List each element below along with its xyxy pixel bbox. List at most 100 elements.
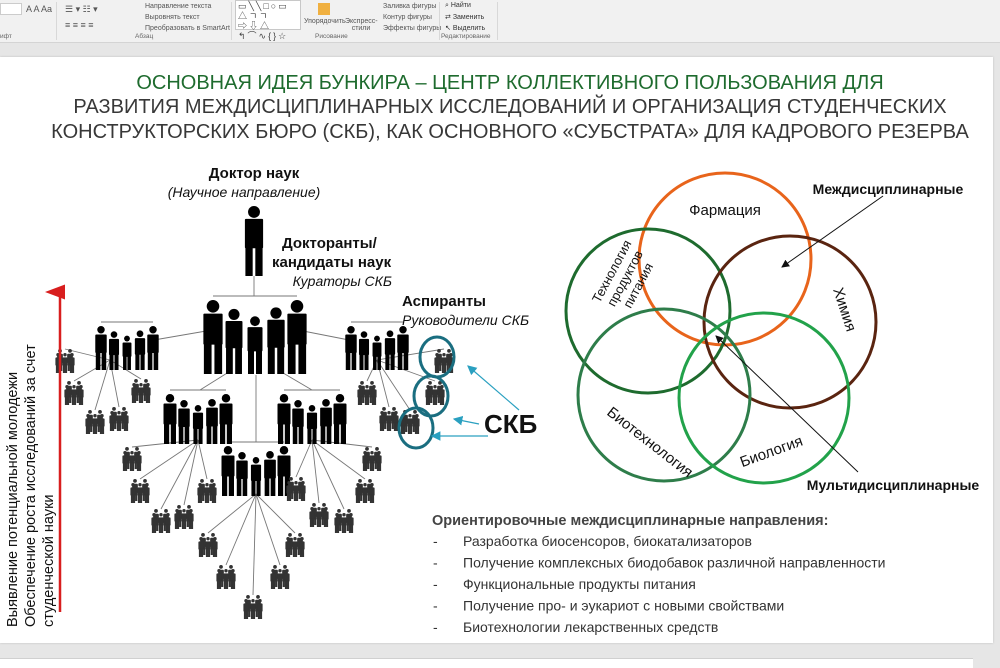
venn-circle-biology: [677, 311, 851, 485]
person-icon: [219, 394, 233, 444]
person-icon: [267, 307, 285, 374]
person-icon: [95, 326, 107, 370]
person-icon: [145, 383, 151, 403]
find-button[interactable]: ⌕ Найти: [445, 2, 471, 9]
person-icon: [244, 206, 264, 276]
font-size-box[interactable]: [0, 3, 22, 15]
person-icon: [341, 513, 347, 533]
person-icon: [376, 451, 382, 471]
person-icon: [130, 483, 136, 503]
direction-item: Получение про- и эукариот с новыми свойс…: [463, 598, 784, 614]
smartart-button[interactable]: Преобразовать в SmartArt: [145, 25, 230, 32]
person-icon: [379, 411, 385, 431]
postgrads-label: Аспиранты: [402, 293, 486, 310]
candidates-label-1: Докторанты/: [282, 235, 378, 252]
person-icon: [286, 481, 292, 501]
directions-list: Ориентировочные междисциплинарные направ…: [432, 513, 885, 635]
multidisciplinary-arrow: [715, 335, 859, 473]
venn-circle-chemistry: [702, 234, 878, 410]
person-icon: [197, 483, 203, 503]
person-icon: [334, 513, 340, 533]
skb-label: СКБ: [484, 409, 537, 439]
person-icon: [223, 569, 229, 589]
person-icon: [204, 483, 210, 503]
candidates-label-2: кандидаты наук: [272, 254, 392, 271]
shape-effects-button[interactable]: Эффекты фигуры: [383, 25, 442, 32]
person-icon: [78, 385, 84, 405]
person-icon: [158, 513, 164, 533]
venn-label-pharmacy: Фармация: [689, 202, 761, 219]
person-icon: [178, 400, 190, 444]
person-icon: [225, 308, 243, 374]
person-icon: [425, 385, 431, 405]
person-icon: [192, 405, 204, 444]
shapes-gallery[interactable]: ▭╲╲□○▭△ㄱㄱ⇨⇩△↰⌒∿{}☆: [235, 0, 301, 41]
bullet-dash: -: [433, 533, 438, 549]
direction-item: Получение комплексных биодобавок различн…: [463, 555, 885, 571]
slide-canvas[interactable]: [0, 57, 993, 643]
person-icon: [293, 481, 299, 501]
title-line-3: КОНСТРУКТОРСКИХ БЮРО (СКБ), КАК ОСНОВНОГ…: [51, 121, 969, 143]
person-icon: [163, 394, 177, 444]
group-paragraph-label: Абзац: [135, 33, 154, 40]
person-icon: [333, 394, 347, 444]
find-label: Найти: [450, 2, 471, 9]
person-icon: [372, 335, 382, 370]
person-icon: [165, 513, 171, 533]
hierarchy-connectors: [64, 276, 445, 596]
person-icon: [99, 414, 105, 434]
person-icon: [364, 385, 370, 405]
person-icon: [292, 537, 298, 557]
person-icon: [203, 300, 223, 374]
person-icon: [441, 353, 447, 373]
person-icon: [355, 483, 361, 503]
align-icons[interactable]: ≡ ≡ ≡ ≡: [65, 20, 94, 30]
person-icon: [432, 385, 438, 405]
person-icon: [174, 509, 180, 529]
person-icon: [206, 399, 218, 444]
bullet-dash: -: [433, 555, 438, 571]
hierarchy-people: [55, 206, 454, 619]
arrange-button[interactable]: Упорядочить: [304, 18, 346, 25]
list-icons[interactable]: ☰ ▾ ☷ ▾: [65, 4, 98, 14]
person-icon: [250, 599, 256, 619]
doctor-sublabel: (Научное направление): [168, 184, 321, 200]
person-icon: [134, 330, 146, 370]
person-icon: [358, 331, 370, 370]
title-line-1: ОСНОВНАЯ ИДЕЯ БУНКИРА – ЦЕНТР КОЛЛЕКТИВН…: [136, 72, 883, 94]
person-icon: [122, 335, 132, 370]
person-icon: [69, 353, 75, 373]
person-icon: [414, 414, 420, 434]
shape-outline-button[interactable]: Контур фигуры: [383, 14, 432, 21]
shape-fill-button[interactable]: Заливка фигуры: [383, 3, 437, 10]
select-button[interactable]: ↖ Выделить: [445, 25, 486, 32]
person-icon: [144, 483, 150, 503]
person-icon: [264, 451, 276, 496]
person-icon: [393, 411, 399, 431]
skb-arrow: [452, 415, 480, 426]
font-sample[interactable]: A A Aa: [26, 4, 53, 14]
skb-arrow: [467, 365, 520, 411]
person-icon: [277, 446, 291, 496]
align-text-button[interactable]: Выровнять текст: [145, 14, 200, 21]
group-drawing-label: Рисование: [315, 33, 348, 40]
directions-heading: Ориентировочные междисциплинарные направ…: [432, 513, 828, 529]
person-icon: [230, 569, 236, 589]
skb-arrows: [430, 365, 520, 441]
text-direction-button[interactable]: Направление текста: [145, 3, 212, 10]
person-icon: [345, 326, 357, 370]
multidisciplinary-label: Мультидисциплинарные: [807, 477, 980, 493]
person-icon: [257, 599, 263, 619]
title-line-2: РАЗВИТИЯ МЕЖДИСЦИПЛИНАРНЫХ ИССЛЕДОВАНИЙ …: [73, 94, 946, 118]
person-icon: [243, 599, 249, 619]
person-icon: [270, 569, 276, 589]
person-icon: [205, 537, 211, 557]
arrange-icon: [318, 3, 330, 15]
group-editing-label: Редактирование: [441, 33, 491, 40]
person-icon: [371, 385, 377, 405]
notes-pane[interactable]: [0, 658, 973, 668]
person-icon: [292, 400, 304, 444]
replace-button[interactable]: ⇄ Заменить: [445, 14, 485, 21]
person-icon: [306, 405, 318, 444]
quick-styles-button[interactable]: Экспресс-стили: [345, 18, 378, 32]
